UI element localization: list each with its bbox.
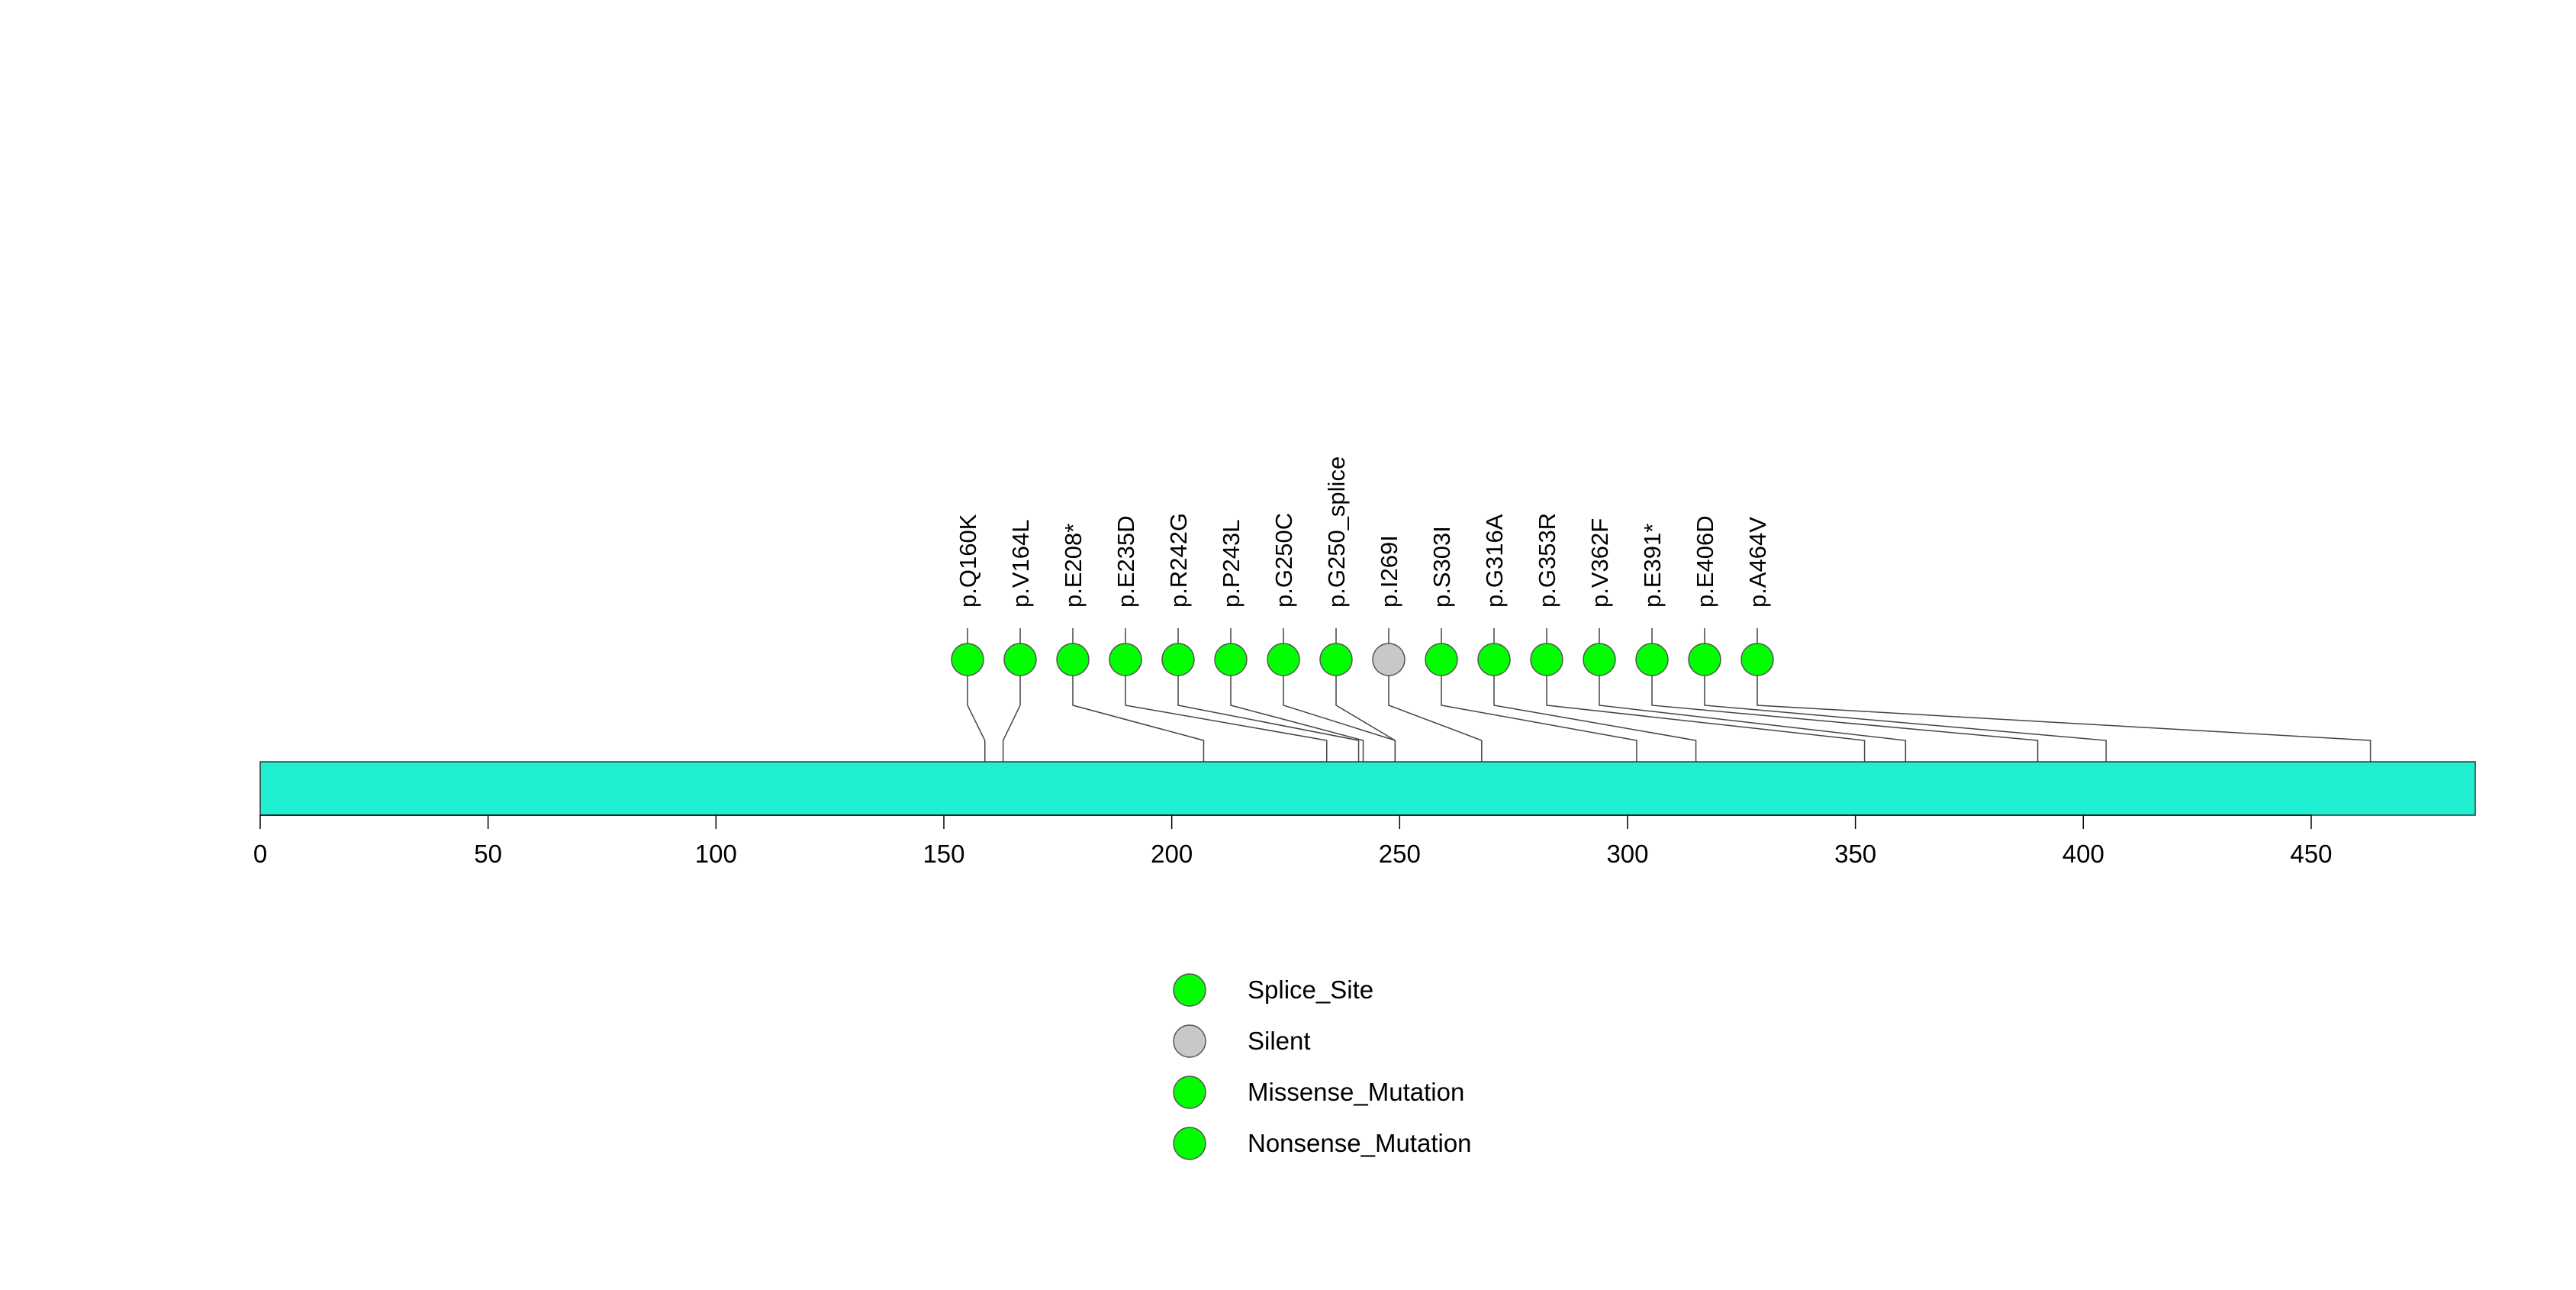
mutation-head (1635, 643, 1669, 676)
mutation-label: p.G316A (1481, 514, 1508, 608)
tick-label: 450 (2290, 840, 2332, 868)
mutation-head (1003, 643, 1037, 676)
legend-marker (1173, 1024, 1206, 1058)
mutation-label: p.E406D (1692, 515, 1718, 608)
legend-label: Nonsense_Mutation (1248, 1129, 1472, 1157)
mutation-head (1583, 643, 1616, 676)
x-axis: 0 50 100 150 200 250 300 350 400 450 (253, 814, 2332, 868)
legend-label: Missense_Mutation (1248, 1078, 1464, 1106)
mutation-head (1477, 643, 1511, 676)
legend-marker (1173, 1076, 1206, 1109)
tick-label: 300 (1606, 840, 1648, 868)
mutation-heads (951, 643, 1774, 676)
mutation-head (1425, 643, 1458, 676)
mutation-head (1372, 643, 1406, 676)
mutation-head (1161, 643, 1195, 676)
tick-label: 350 (1834, 840, 1876, 868)
mutation-head (1056, 643, 1090, 676)
mutation-label: p.P243L (1218, 520, 1245, 608)
mutation-label: p.G250_splice (1323, 456, 1350, 608)
mutation-label: p.E391* (1639, 524, 1666, 608)
tick-label: 400 (2062, 840, 2104, 868)
mutation-label: p.R242G (1165, 513, 1192, 608)
mutation-head (1740, 643, 1774, 676)
mutation-label: p.I269I (1376, 535, 1402, 608)
mutation-label: p.V164L (1007, 520, 1034, 608)
tick-label: 250 (1379, 840, 1421, 868)
mutation-head (951, 643, 984, 676)
mutation-label: p.A464V (1744, 517, 1771, 608)
protein-bar (259, 761, 2476, 816)
mutation-head (1530, 643, 1563, 676)
mutation-head (1214, 643, 1248, 676)
mutation-label: p.Q160K (955, 514, 981, 608)
mutation-head (1319, 643, 1353, 676)
mutation-label: p.G353R (1534, 513, 1560, 608)
mutation-head (1688, 643, 1721, 676)
mutation-label: p.G250C (1270, 513, 1297, 608)
legend-marker (1173, 973, 1206, 1007)
mutation-label: p.E235D (1113, 515, 1139, 608)
mutation-label: p.V362F (1586, 518, 1613, 608)
mutation-head (1267, 643, 1300, 676)
legend-marker (1173, 1127, 1206, 1160)
tick-label: 50 (474, 840, 502, 868)
legend: Splice_SiteSilentMissense_MutationNonsen… (1173, 973, 1472, 1160)
mutation-label: p.E208* (1060, 524, 1087, 608)
legend-label: Silent (1248, 1027, 1311, 1055)
tick-label: 150 (923, 840, 964, 868)
mutation-label: p.S303I (1428, 526, 1455, 608)
tick-label: 0 (253, 840, 267, 868)
mutation-head (1109, 643, 1142, 676)
tick-label: 100 (695, 840, 737, 868)
mutation-labels: p.Q160K p.V164L p.E208* p.E235D p.R242G p.P24… (955, 456, 1771, 608)
legend-label: Splice_Site (1248, 976, 1373, 1004)
tick-label: 200 (1151, 840, 1193, 868)
